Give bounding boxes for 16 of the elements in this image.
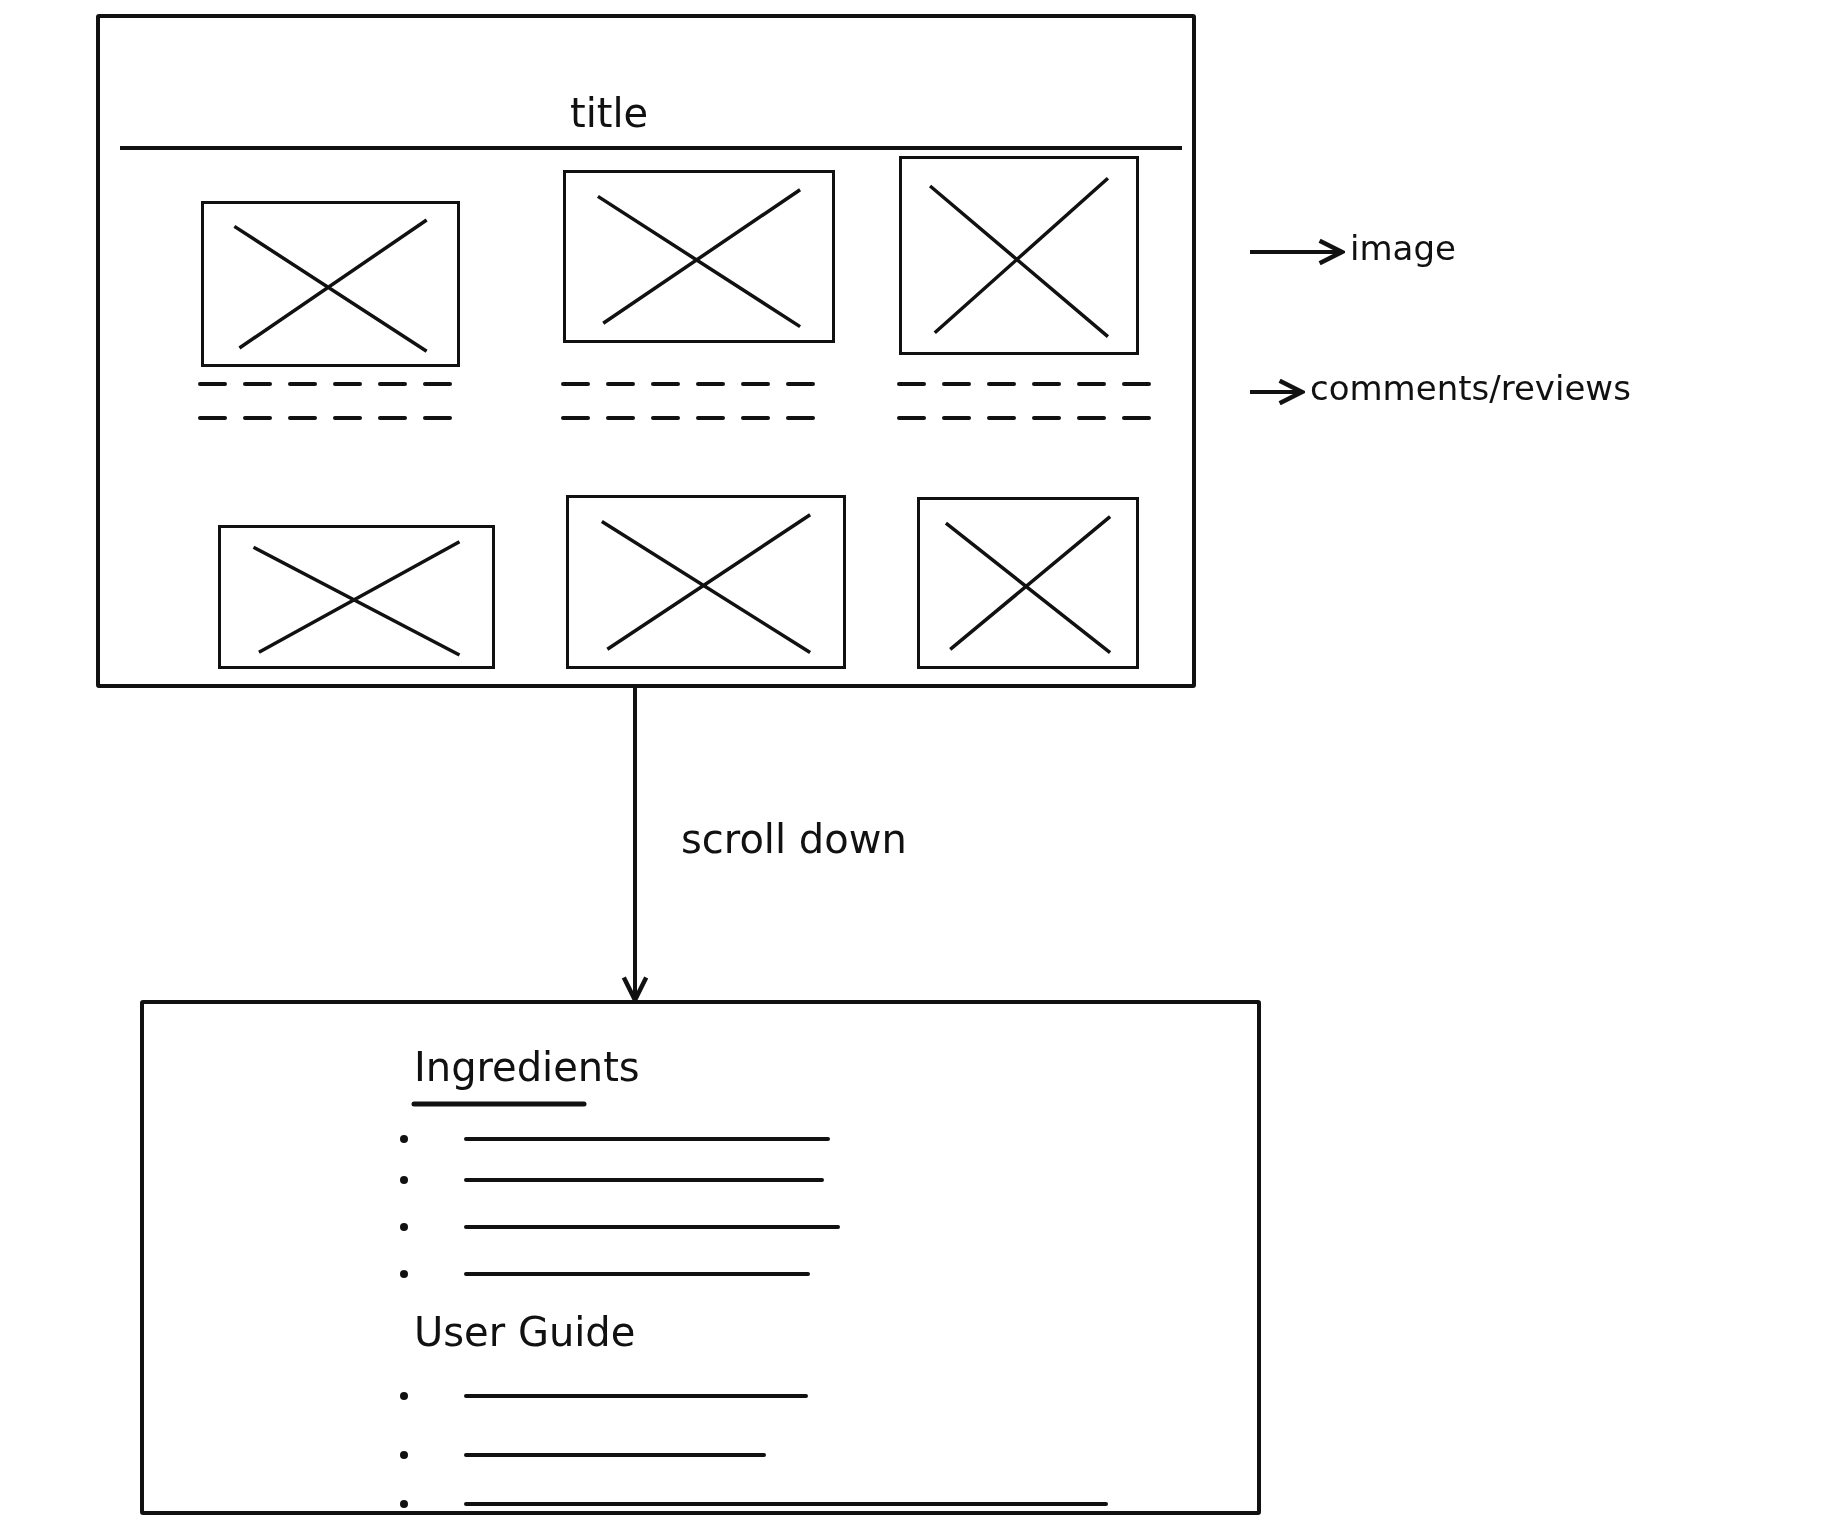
annotation-text: image <box>1350 228 1456 276</box>
screen-frame <box>96 14 1196 688</box>
section-heading: User Guide <box>414 1309 636 1355</box>
image-placeholder <box>899 156 1139 355</box>
image-placeholder <box>201 201 460 367</box>
arrow <box>1250 378 1305 406</box>
image-placeholder <box>563 170 835 343</box>
arrow <box>1250 238 1345 266</box>
section-heading: Ingredients <box>414 1044 640 1090</box>
annotation-text: comments/reviews <box>1310 368 1631 416</box>
image-placeholder <box>917 497 1139 669</box>
image-placeholder <box>566 495 846 669</box>
image-placeholder <box>218 525 495 669</box>
screen-frame <box>140 1000 1261 1515</box>
page-title: title <box>570 90 649 136</box>
arrow <box>621 688 649 1003</box>
